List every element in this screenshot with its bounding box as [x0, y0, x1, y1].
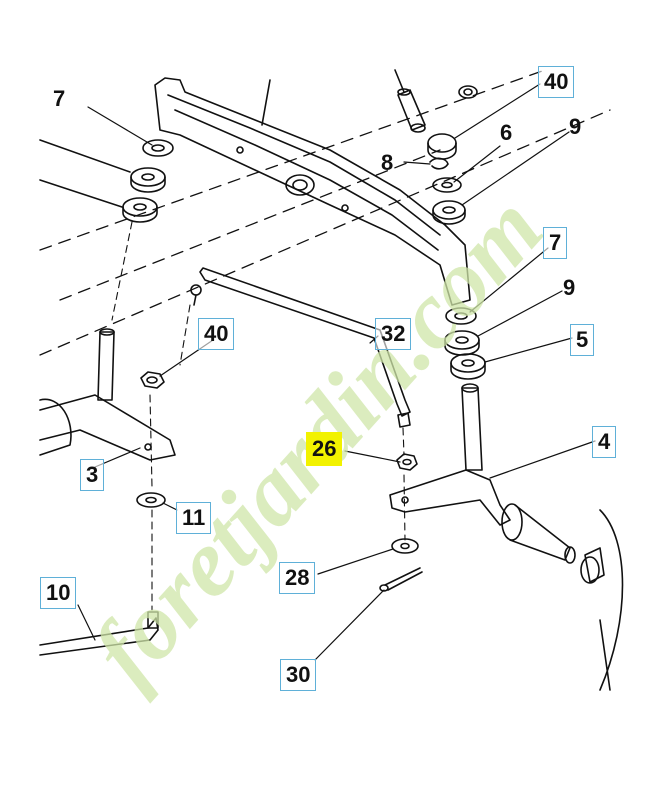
tie-rod-center-lines — [149, 304, 406, 611]
washer-9-right — [444, 330, 480, 356]
callout-11: 11 — [176, 502, 212, 534]
callout-30: 30 — [280, 659, 317, 691]
washer-7-right — [445, 307, 477, 325]
callout-32: 32 — [375, 318, 412, 350]
callout-10: 10 — [40, 577, 77, 609]
callout-9-top: 9 — [569, 114, 582, 139]
nut-26 — [396, 453, 418, 471]
chassis-dashed-lines — [39, 69, 611, 356]
clip-8 — [429, 157, 449, 170]
pin-part — [394, 69, 426, 133]
cap-plug — [427, 133, 457, 160]
right-spindle — [389, 383, 624, 691]
callout-6: 6 — [500, 120, 513, 145]
cotter-pin-30 — [379, 567, 423, 592]
washer-28 — [391, 538, 419, 554]
callout-40-top: 40 — [538, 66, 575, 98]
front-axle-beam — [154, 77, 471, 306]
washer-6 — [432, 177, 462, 193]
callout-7-right: 7 — [543, 227, 568, 259]
bearing-9-top — [432, 200, 466, 225]
tie-rod — [190, 267, 411, 428]
callout-26-highlighted: 26 — [306, 432, 343, 466]
bushing-top — [458, 85, 478, 99]
steering-arm-10 — [39, 611, 159, 656]
callout-7-left: 7 — [53, 86, 66, 111]
callout-4: 4 — [592, 426, 617, 458]
left-spindle — [39, 328, 176, 461]
callout-8: 8 — [381, 150, 394, 175]
washers-left — [39, 139, 174, 223]
left-center-line — [111, 221, 133, 321]
leader-lines — [77, 83, 596, 661]
bearing-5 — [450, 353, 486, 380]
callout-3: 3 — [80, 459, 105, 491]
callout-5: 5 — [570, 324, 595, 356]
washer-11 — [136, 492, 166, 508]
callout-28: 28 — [279, 562, 316, 594]
callout-9-right: 9 — [563, 275, 576, 300]
callout-40-mid: 40 — [198, 318, 235, 350]
nut-40 — [140, 371, 165, 389]
